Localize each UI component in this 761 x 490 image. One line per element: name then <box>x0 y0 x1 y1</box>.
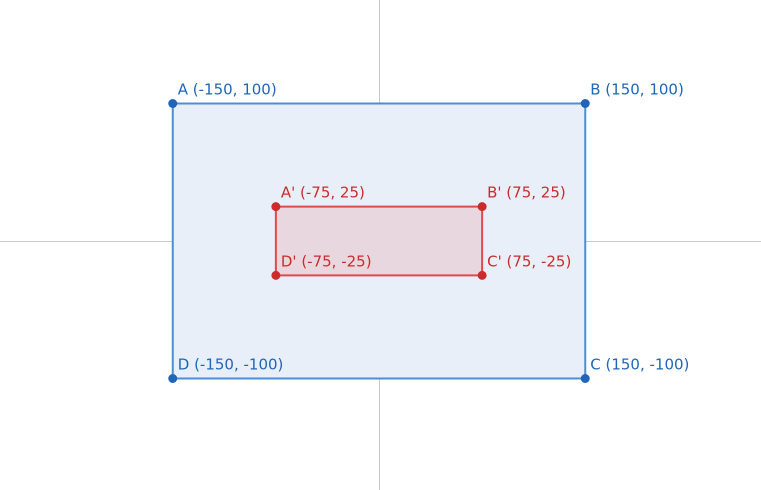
inner-vertex-point <box>477 270 487 280</box>
inner-vertex-point <box>271 202 281 212</box>
inner-vertex-point <box>271 270 281 280</box>
outer-vertex-point <box>168 99 178 108</box>
outer-vertex-label: A (-150, 100) <box>178 81 277 99</box>
inner-vertex-point <box>477 202 487 212</box>
outer-vertex-label: B (150, 100) <box>590 81 684 99</box>
inner-vertex-label: A' (-75, 25) <box>281 184 365 202</box>
inner-vertex-label: C' (75, -25) <box>487 252 571 270</box>
inner-vertex-label: D' (-75, -25) <box>281 252 372 270</box>
outer-vertex-label: D (-150, -100) <box>178 356 284 374</box>
inner-vertex-label: B' (75, 25) <box>487 184 566 202</box>
outer-vertex-point <box>580 374 590 383</box>
outer-vertex-label: C (150, -100) <box>590 356 689 374</box>
outer-vertex-point <box>168 374 178 383</box>
outer-vertex-point <box>580 99 590 108</box>
